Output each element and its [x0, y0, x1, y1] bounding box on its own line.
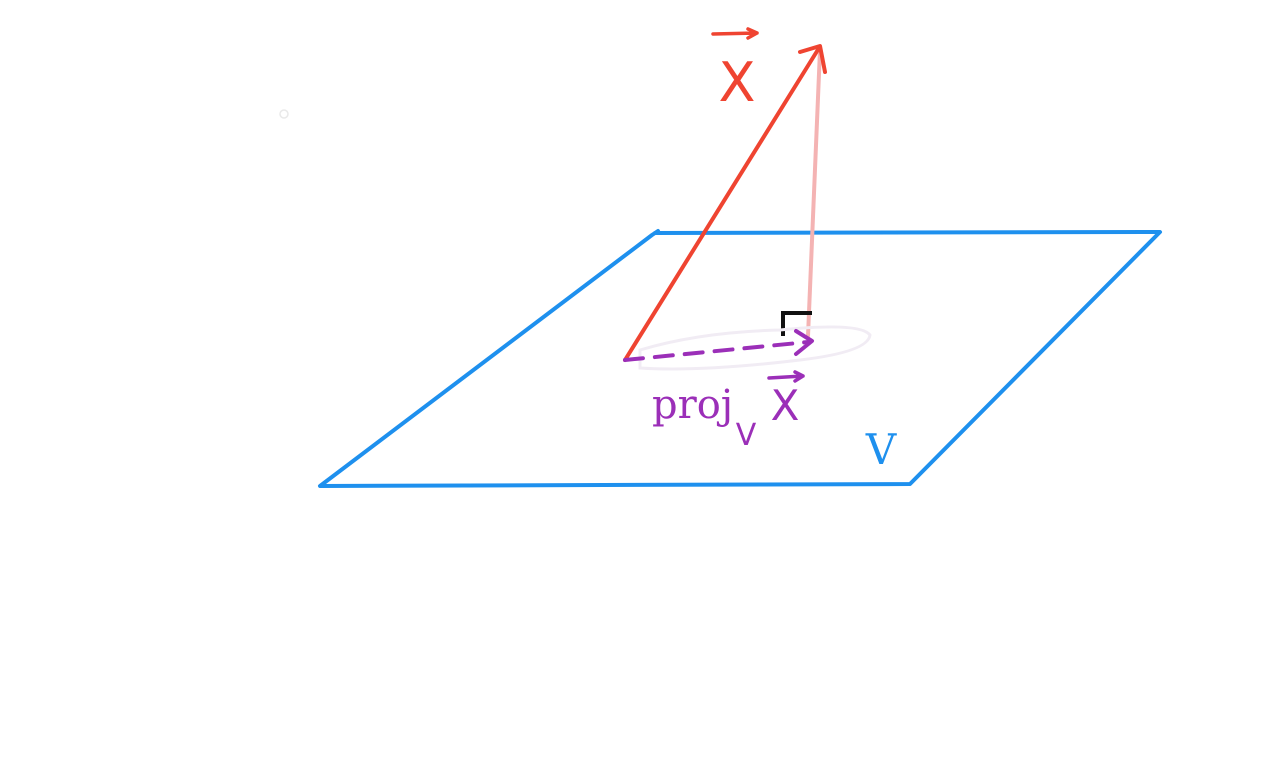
projection-label-vector: X	[771, 381, 800, 430]
vector-x-label-text: X	[719, 51, 756, 114]
projection-shaft	[623, 340, 810, 362]
plane-label: V	[865, 425, 897, 474]
projection-highlight	[638, 325, 872, 371]
vector-x-shaft	[623, 46, 821, 362]
vector-x	[623, 44, 827, 362]
projection-label-subscript: V	[736, 418, 757, 453]
plane-v	[318, 229, 1162, 488]
projection-label: proj V X	[652, 370, 805, 453]
projection-label-prefix: proj	[652, 382, 733, 428]
projection-label-arrow	[767, 370, 805, 383]
vector-x-label: X	[711, 27, 759, 114]
stray-mark	[279, 109, 289, 119]
vector-x-label-arrow	[711, 27, 759, 40]
right-angle-marker	[781, 311, 812, 336]
perpendicular-line	[806, 48, 822, 338]
vector-x-arrowhead	[798, 44, 827, 74]
plane-outline	[318, 229, 1162, 488]
projection-arrowhead	[794, 329, 814, 356]
projection-vector	[623, 329, 814, 362]
